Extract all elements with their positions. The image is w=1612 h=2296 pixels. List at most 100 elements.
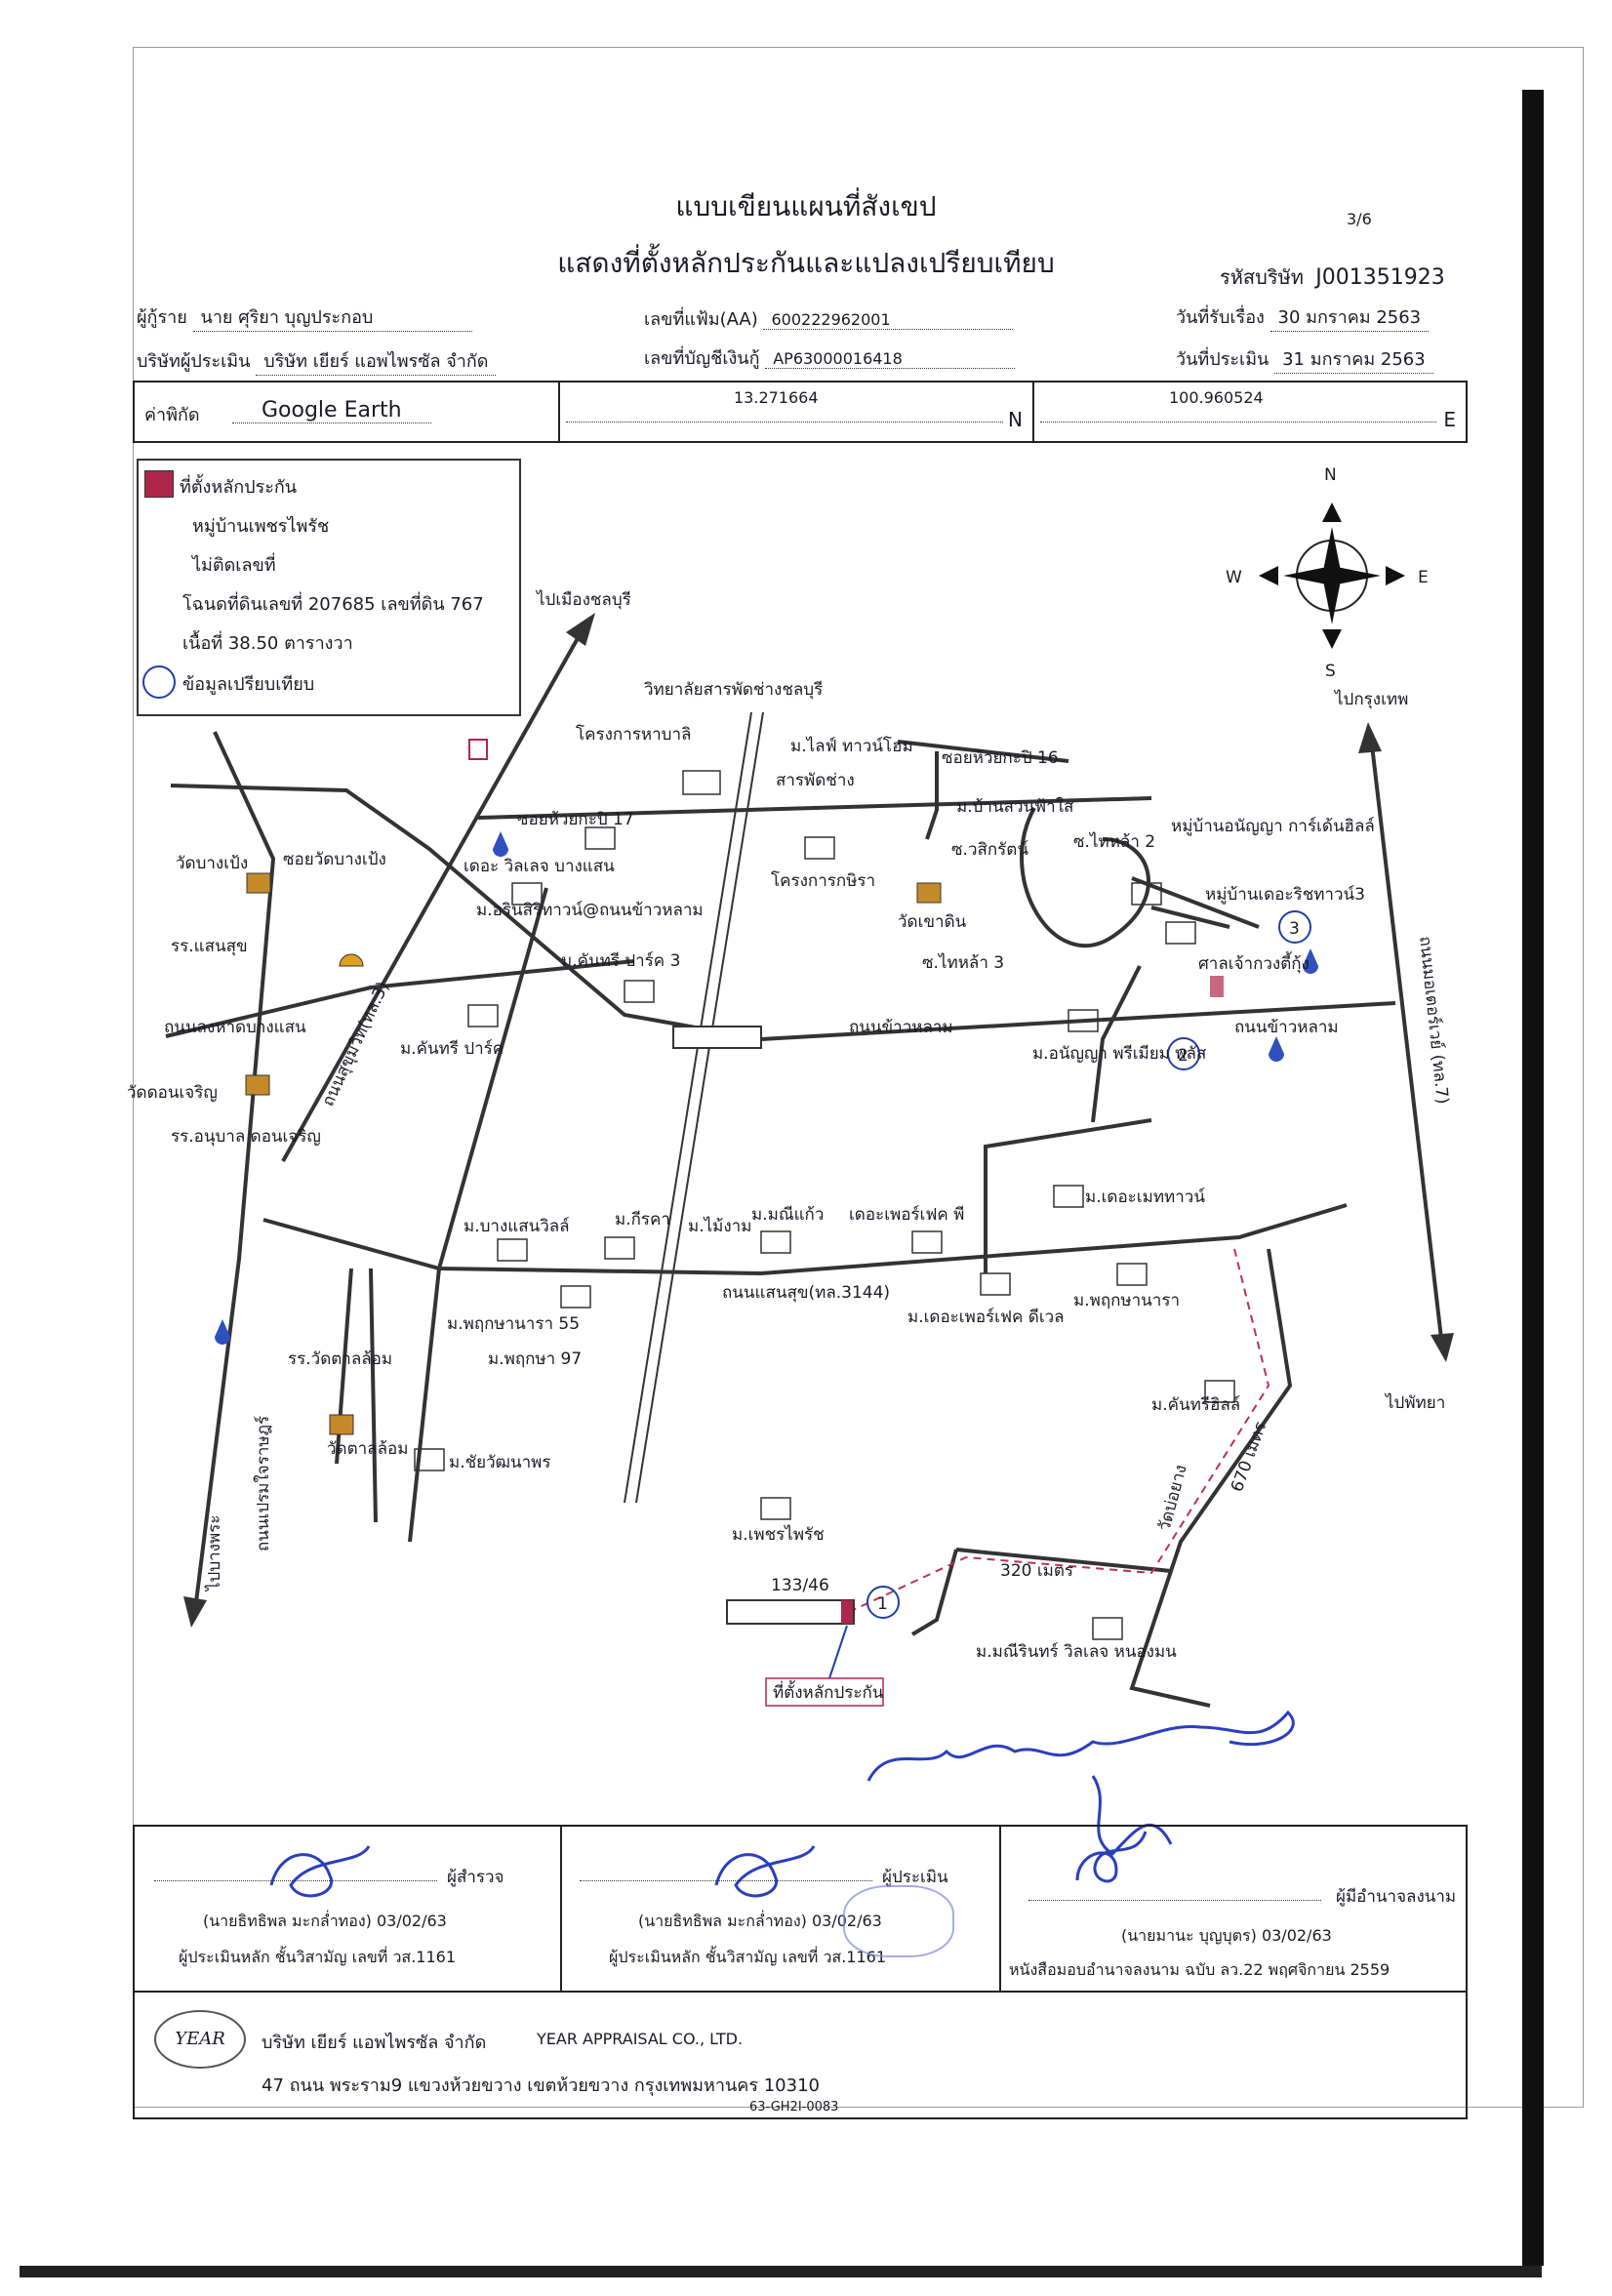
road-thaila-3	[1091, 965, 1142, 1123]
marker-2-label: 2	[1178, 1046, 1189, 1066]
coord-source-cell: ค่าพิกัด Google Earth	[135, 383, 560, 441]
coord-lon-value: 100.960524	[1169, 388, 1264, 407]
file-no-row: เลขที่แฟ้ม(AA) 600222962001	[644, 304, 1014, 333]
route-to-comparables	[848, 1248, 1270, 1613]
appraisal-date-label: วันที่ประเมิน	[1176, 349, 1269, 370]
temple-icon	[916, 882, 942, 904]
road-inner-3	[369, 1268, 378, 1523]
appraiser-signature	[714, 1845, 816, 1898]
appraiser-cell: ผู้ประเมิน (นายธิทธิพล มะกล่ำทอง) 03/02/…	[560, 1827, 1001, 1991]
company-logo: YEAR	[154, 2010, 246, 2069]
road-sukhumvit	[281, 624, 587, 1162]
compass-w: W	[1226, 568, 1242, 587]
village-icon	[1204, 1380, 1235, 1403]
received-date-value: 30 มกราคม 2563	[1269, 302, 1430, 332]
road-life-townhome	[925, 751, 939, 840]
borrower-label: ผู้กู้ราย	[137, 307, 187, 328]
label-soi-watsakrat: ซ.วสิกรัตน์	[951, 840, 1028, 860]
label-collateral-tag: ที่ตั้งหลักประกัน	[773, 1680, 884, 1703]
label-richtown: หมู่บ้านเดอะริชทาวน์3	[1205, 885, 1365, 905]
borrower-value: นาย ศุริยา บุญประกอบ	[192, 302, 472, 332]
village-icon	[414, 1448, 445, 1471]
legend-deed: โฉนดที่ดินเลขที่ 207685 เลขที่ดิน 767	[182, 594, 484, 615]
coord-lon-dotline	[1040, 422, 1436, 423]
label-school-anuban: รร.อนุบาล ดอนเจริญ	[171, 1127, 321, 1147]
label-the-village: เดอะ วิลเลจ บางแสน	[463, 857, 615, 876]
scan-bottom-bar	[20, 2266, 1542, 2277]
collateral-pointer	[828, 1625, 848, 1679]
inspector-role: ผู้สำรวจ	[447, 1868, 504, 1887]
road-thaila-loop	[1020, 807, 1150, 948]
map-legend: ที่ตั้งหลักประกัน หมู่บ้านเพชรไพรัช ไม่ต…	[137, 459, 521, 716]
road-soi17	[477, 796, 1152, 820]
coord-lon-suffix: E	[1443, 408, 1456, 431]
signer-name: (นายมานะ บุญบุตร) 03/02/63	[1121, 1926, 1332, 1945]
shrine-icon	[468, 739, 488, 760]
label-mate-town: ม.เดอะเมททาวน์	[1085, 1188, 1205, 1207]
comparable-marker-2	[1167, 1037, 1200, 1070]
appraiser-role: ผู้ประเมิน	[882, 1868, 948, 1887]
document-title: แบบเขียนแผนที่สังเขป	[675, 190, 937, 222]
label-wat-boyang: วัดบ่อยาง	[1155, 1463, 1191, 1533]
label-college: วิทยาลัยสารพัดช่างชลบุรี	[644, 680, 824, 700]
road-bangpeng	[170, 784, 762, 1041]
village-icon	[1068, 1009, 1099, 1032]
signature-mark	[866, 1710, 1295, 1782]
page-number: 3/6	[1347, 210, 1372, 228]
label-orinsiri: ม.อรินสิริทาวน์@ถนนข้าวหลาม	[476, 901, 704, 920]
label-road-khaolam: ถนนข้าวหลาม	[849, 1018, 953, 1037]
railway-track	[624, 711, 764, 1504]
label-wat-dalom: วัดตาลล้อม	[327, 1439, 408, 1459]
label-wat-bangpeng: วัดบางเป้ง	[176, 854, 248, 873]
inspector-sign-line	[154, 1880, 437, 1881]
appraiser-name: (นายธิทธิพล มะกล่ำทอง) 03/02/63	[638, 1912, 882, 1930]
label-soi-watbangpeng: ซอยวัดบางเป้ง	[283, 850, 386, 869]
appraiser-company-value: บริษัท เยียร์ แอพไพรซัล จำกัด	[256, 346, 497, 376]
appraisal-date-row: วันที่ประเมิน 31 มกราคม 2563	[1176, 344, 1433, 374]
village-icon	[1053, 1185, 1084, 1208]
inspector-cell: ผู้สำรวจ (นายธิทธิพล มะกล่ำทอง) 03/02/63…	[135, 1827, 562, 1991]
village-icon	[980, 1272, 1011, 1296]
label-maneekarn: ม.มณีแก้ว	[751, 1205, 824, 1225]
label-to-pattaya: ไปพัทยา	[1384, 1392, 1445, 1413]
village-icon	[1165, 921, 1196, 945]
signature-block: ผู้สำรวจ (นายธิทธิพล มะกล่ำทอง) 03/02/63…	[133, 1825, 1468, 1993]
signer-role: ผู้มีอำนาจลงนาม	[1336, 1887, 1457, 1907]
label-anunya-garden: หมู่บ้านอนัญญา การ์เด้นฮิลล์	[1171, 817, 1375, 836]
label-soi17: ซอยห้วยกะปิ 17	[517, 810, 634, 829]
label-pruksa55: ม.พฤกษานารา 55	[447, 1314, 580, 1334]
label-pruksa97: ม.พฤกษา 97	[488, 1349, 582, 1369]
coord-lat-cell: 13.271664 N	[558, 383, 1034, 441]
village-icon	[1116, 1263, 1148, 1286]
label-soi-thaila3: ซ.ไทหล้า 3	[922, 952, 1004, 973]
label-chaiwat: ม.ชัยวัฒนาพร	[449, 1453, 551, 1472]
fuel-station-icon	[493, 831, 508, 857]
shrine-icon	[1210, 976, 1224, 997]
coordinate-strip: ค่าพิกัด Google Earth 13.271664 N 100.96…	[133, 381, 1468, 443]
label-project-kitsa: โครงการกษิรา	[771, 870, 875, 891]
village-icon	[511, 882, 543, 906]
label-sarapat: สารพัดช่าง	[776, 771, 855, 790]
railway-bridge	[672, 1026, 762, 1049]
road-thaila-2	[1131, 876, 1260, 929]
inspector-name: (นายธิทธิพล มะกล่ำทอง) 03/02/63	[203, 1912, 447, 1930]
compass-n: N	[1324, 465, 1337, 485]
coord-lon-cell: 100.960524 E	[1032, 383, 1466, 441]
label-to-chonburi: ไปเมืองชลบุรี	[535, 589, 631, 610]
fuel-station-icon	[215, 1319, 230, 1345]
collateral-plot	[726, 1599, 855, 1625]
file-no-value: 600222962001	[763, 310, 1014, 330]
label-soi-thaila2: ซ.ไทหล้า 2	[1073, 831, 1155, 852]
label-kantree-park3: ม.คันทรี ปาร์ค 3	[561, 951, 680, 971]
borrower-row: ผู้กู้ราย นาย ศุริยา บุญประกอบ	[137, 302, 472, 332]
village-icon	[624, 980, 655, 1003]
compass-icon	[1259, 503, 1405, 649]
label-dist-320: 320 เมตร	[1000, 1561, 1073, 1581]
road-richtown	[1150, 906, 1230, 929]
label-kantree-hill: ม.คันทรีฮิลล์	[1151, 1395, 1240, 1415]
company-logo-text: YEAR	[175, 2029, 225, 2049]
document-subtitle: แสดงที่ตั้งหลักประกันและแปลงเปรียบเทียบ	[557, 247, 1055, 279]
arrow-to-bangkok	[1358, 722, 1382, 753]
appraisal-date-value: 31 มกราคม 2563	[1274, 344, 1433, 374]
temple-icon	[329, 1414, 354, 1435]
